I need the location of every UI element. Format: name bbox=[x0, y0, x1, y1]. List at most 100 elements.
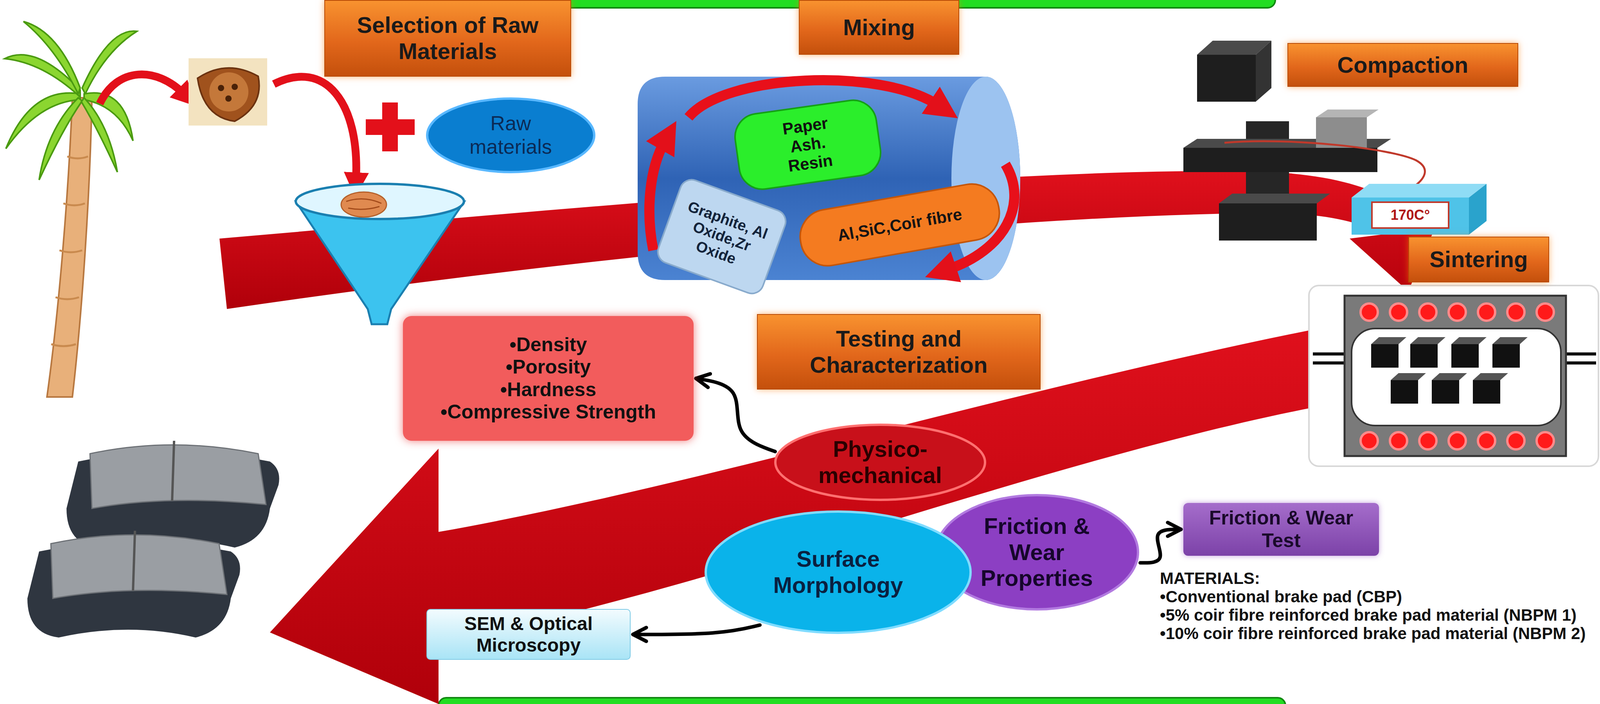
green-compact bbox=[1410, 344, 1438, 368]
heating-element bbox=[1389, 303, 1408, 321]
ellipse-shape bbox=[935, 495, 1138, 610]
heating-element bbox=[1507, 303, 1525, 321]
footer-bar bbox=[438, 697, 1286, 704]
seed-spot bbox=[225, 95, 232, 102]
press-bar bbox=[1183, 147, 1378, 173]
node-text: Selection of Raw Materials bbox=[332, 12, 563, 65]
palm-frond bbox=[82, 30, 137, 94]
palm-frond bbox=[5, 93, 81, 149]
palm-frond bbox=[39, 97, 83, 180]
press-base bbox=[1218, 193, 1331, 204]
pad-slot bbox=[172, 440, 175, 501]
ingredient-layer: Al,SiC,Coir fibre bbox=[794, 178, 1005, 272]
coir-fibre bbox=[341, 192, 387, 218]
green-compact bbox=[1472, 373, 1509, 381]
connector-arrow bbox=[632, 625, 760, 635]
green-compact bbox=[1371, 344, 1399, 368]
node-text: Testing and Characterization bbox=[765, 325, 1032, 378]
palm-trunk bbox=[46, 97, 92, 398]
test-box: SEM & Optical Microscopy bbox=[426, 609, 631, 660]
text-group: Raw materials bbox=[449, 111, 572, 159]
press-column bbox=[1245, 121, 1289, 204]
node-text: Friction & Wear Test bbox=[1191, 506, 1372, 552]
ingredient-layer: Paper Ash. Resin bbox=[730, 95, 885, 194]
step-label: Compaction bbox=[1287, 43, 1519, 87]
trunk-ring bbox=[59, 250, 83, 253]
green-compact bbox=[1492, 337, 1528, 345]
pad-friction-face bbox=[50, 535, 227, 599]
mixer-drum bbox=[637, 76, 1021, 281]
node-text: •Compressive Strength bbox=[440, 400, 657, 424]
green-compact bbox=[1410, 337, 1446, 345]
node-text: Surface Morphology bbox=[741, 546, 935, 599]
text-group: Friction & Wear Properties bbox=[962, 513, 1111, 592]
layer-shape bbox=[654, 176, 789, 297]
ellipse-shape bbox=[427, 98, 595, 173]
ellipse-shape bbox=[775, 424, 986, 500]
heating-element bbox=[1419, 432, 1437, 450]
layer-shape bbox=[795, 179, 1004, 270]
seed-spot bbox=[217, 84, 225, 92]
connector-arrow bbox=[1140, 529, 1182, 564]
green-compact bbox=[1451, 344, 1479, 368]
pad-friction-face bbox=[89, 445, 267, 509]
mixer-drum-end bbox=[951, 76, 1021, 281]
press-punch bbox=[1255, 40, 1272, 102]
pad-backing bbox=[27, 541, 241, 638]
green-compact bbox=[1431, 373, 1467, 381]
node-text: Mixing bbox=[843, 14, 916, 41]
furnace-panel bbox=[1308, 285, 1599, 467]
green-compact bbox=[1472, 380, 1501, 404]
press-die bbox=[1315, 109, 1379, 118]
green-compact bbox=[1492, 344, 1520, 368]
layer-shape bbox=[731, 97, 884, 193]
seed-photo bbox=[188, 58, 268, 126]
heating-element bbox=[1448, 303, 1466, 321]
press-punch bbox=[1197, 40, 1272, 55]
property-box: •Density•Porosity•Hardness•Compressive S… bbox=[402, 316, 694, 441]
palm-frond bbox=[81, 97, 118, 173]
ellipse-shape bbox=[705, 511, 971, 633]
seed-core bbox=[209, 72, 249, 112]
plus-sign bbox=[365, 119, 415, 135]
trunk-ring bbox=[51, 344, 76, 347]
plus-sign bbox=[382, 102, 398, 152]
heating-element bbox=[1477, 432, 1496, 450]
note-text: •5% coir fibre reinforced brake pad mate… bbox=[1159, 605, 1591, 625]
node-text: Compaction bbox=[1337, 52, 1469, 79]
press-base bbox=[1218, 203, 1317, 241]
pad-slot bbox=[133, 530, 135, 591]
heating-element bbox=[1477, 303, 1496, 321]
category-ellipse: Surface Morphology bbox=[704, 510, 973, 635]
step-label: Selection of Raw Materials bbox=[324, 0, 572, 77]
heating-element bbox=[1536, 432, 1554, 450]
mixing-arrow bbox=[649, 140, 666, 251]
node-text: Friction & Wear Properties bbox=[962, 513, 1111, 592]
furnace-rail bbox=[1564, 361, 1597, 365]
node-text: •Density bbox=[509, 333, 587, 357]
flow-arrow bbox=[99, 74, 184, 104]
flow-arrow bbox=[273, 76, 357, 180]
seed-spot bbox=[231, 83, 238, 90]
node-text: Sintering bbox=[1429, 246, 1528, 273]
heater-wire bbox=[1224, 141, 1425, 188]
heating-element bbox=[1389, 432, 1408, 450]
pad-backing bbox=[66, 451, 280, 548]
palm-frond bbox=[23, 21, 81, 94]
furnace-rail bbox=[1312, 352, 1346, 356]
green-compact bbox=[1451, 337, 1487, 345]
node-text: Paper Ash. Resin bbox=[781, 113, 835, 177]
brake-pad bbox=[66, 440, 280, 548]
heating-element bbox=[1360, 303, 1378, 321]
note-text: MATERIALS: bbox=[1159, 569, 1591, 588]
green-compact bbox=[1390, 380, 1419, 404]
furnace-rail bbox=[1564, 352, 1597, 356]
press-bar bbox=[1183, 138, 1392, 148]
heater-box bbox=[1351, 197, 1469, 235]
note-text: •Conventional brake pad (CBP) bbox=[1159, 587, 1591, 606]
materials-list: MATERIALS:•Conventional brake pad (CBP)•… bbox=[1159, 569, 1591, 643]
node-text: •Porosity bbox=[505, 355, 592, 379]
brake-pad bbox=[27, 530, 241, 638]
note-text: •10% coir fibre reinforced brake pad mat… bbox=[1159, 624, 1591, 643]
